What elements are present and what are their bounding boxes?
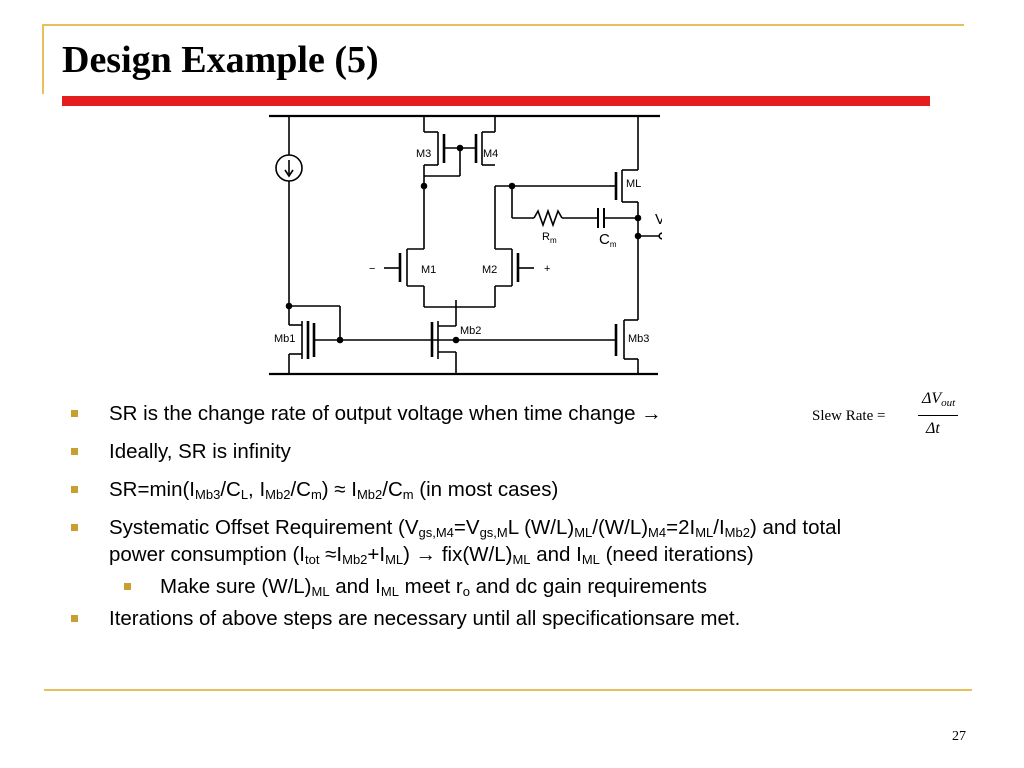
title-underline — [62, 96, 930, 106]
bullet-square — [71, 615, 78, 622]
bullet-item: Systematic Offset Requirement (Vgs,M4=Vg… — [70, 514, 970, 568]
bullet-square — [71, 524, 78, 531]
label-minus: − — [369, 263, 375, 275]
label-mb2: Mb2 — [460, 325, 481, 337]
label-rm: Rm — [542, 231, 557, 245]
label-vo: Vo — [655, 211, 662, 230]
label-m3: M3 — [416, 148, 431, 160]
label-m1: M1 — [421, 264, 436, 276]
footer-rule — [44, 689, 972, 691]
fraction-bar — [918, 415, 958, 416]
slide-title: Design Example (5) — [62, 39, 379, 81]
label-mb3: Mb3 — [628, 333, 649, 345]
bullet-square — [124, 583, 131, 590]
frame-top-line — [42, 24, 964, 26]
label-m2: M2 — [482, 264, 497, 276]
frame-left-line — [42, 24, 44, 94]
bullet-square — [71, 486, 78, 493]
label-plus: + — [544, 263, 550, 275]
slew-rate-numerator: ΔVout — [922, 390, 956, 409]
circuit-diagram: M3 M4 ML M1 M2 Mb1 Mb2 Mb3 Rm Cm Vo − + — [269, 114, 662, 376]
label-mb1: Mb1 — [274, 333, 295, 345]
slew-rate-denominator: Δt — [926, 420, 940, 437]
label-m4: M4 — [483, 148, 498, 160]
bullet-square — [71, 410, 78, 417]
label-cm: Cm — [599, 231, 617, 249]
bullet-list: SR is the change rate of output voltage … — [70, 400, 970, 632]
bullet-item: SR is the change rate of output voltage … — [70, 400, 970, 427]
bullet-item: Iterations of above steps are necessary … — [70, 605, 970, 632]
slew-rate-label: Slew Rate = — [812, 408, 886, 424]
sub-bullet-item: Make sure (W/L)ML and IML meet ro and dc… — [70, 573, 970, 600]
bullet-item: SR=min(IMb3/CL, IMb2/Cm) ≈ IMb2/Cm (in m… — [70, 476, 970, 503]
label-ml: ML — [626, 178, 641, 190]
bullet-square — [71, 448, 78, 455]
page-number: 27 — [952, 729, 966, 744]
bullet-item: Ideally, SR is infinity — [70, 438, 970, 465]
